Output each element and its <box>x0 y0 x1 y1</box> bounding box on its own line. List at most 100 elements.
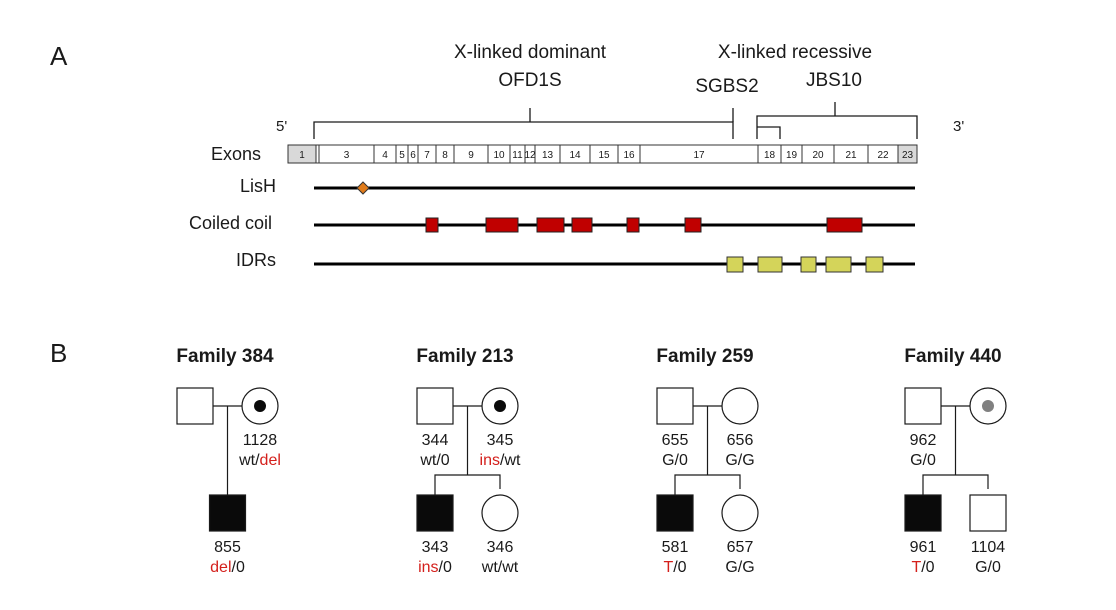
child-genotype: G/0 <box>975 559 1001 576</box>
mutation-allele: T <box>663 559 673 576</box>
carrier-dot <box>254 400 266 412</box>
allele: /0 <box>921 559 934 576</box>
bracket-recessive-left <box>757 126 781 139</box>
family-title: Family 384 <box>176 346 274 367</box>
unaffected-female <box>481 494 519 532</box>
individual-id: 855 <box>214 539 241 556</box>
father-genotype: wt/0 <box>419 452 449 469</box>
allele: wt/0 <box>419 452 449 469</box>
exon-label-9: 9 <box>468 150 474 161</box>
child-genotype: T/0 <box>663 559 686 576</box>
individual-id: 1104 <box>971 539 1006 556</box>
exon-label-23: 23 <box>902 150 914 161</box>
child-genotype: G/G <box>725 559 754 576</box>
child-genotype: wt/wt <box>481 559 519 576</box>
mutation-allele: ins <box>480 452 500 469</box>
exon-label-13: 13 <box>542 150 554 161</box>
coiled-coil-domain <box>684 217 702 233</box>
coiled-coil-domain <box>485 217 519 233</box>
coiled-coil-domain <box>571 217 593 233</box>
exon-box-23 <box>897 144 918 164</box>
exon-label-19: 19 <box>786 150 798 161</box>
bracket-ofd1s <box>313 108 734 139</box>
allele: wt <box>238 452 256 469</box>
individual-id: 962 <box>910 432 937 449</box>
father-unaffected-male <box>904 387 942 425</box>
affected-male <box>416 494 454 532</box>
idr-domain <box>757 256 783 273</box>
child-genotype: T/0 <box>911 559 934 576</box>
individual-id: 655 <box>662 432 689 449</box>
mutation-allele: T <box>911 559 921 576</box>
allele: G/0 <box>975 559 1001 576</box>
coiled-coil-domain <box>425 217 439 233</box>
exon-label-22: 22 <box>877 150 889 161</box>
exon-label-5: 5 <box>399 150 405 161</box>
header-recessive-title: X-linked recessive <box>718 42 872 63</box>
pedigree-family: Family 213 344 wt/0 345 ins/wt 343 ins/0 346 wt/… <box>416 346 521 576</box>
allele: G/G <box>725 559 754 576</box>
child-genotype: ins/0 <box>418 559 452 576</box>
individual-id: 581 <box>662 539 689 556</box>
father-unaffected-male <box>656 387 694 425</box>
coiled-coil-domain <box>626 217 640 233</box>
unaffected-female <box>721 494 759 532</box>
individual-id: 344 <box>422 432 449 449</box>
carrier-dot <box>494 400 506 412</box>
sibship-line <box>434 406 501 495</box>
bracket-jbs10 <box>756 102 918 139</box>
exon-label-6: 6 <box>410 150 416 161</box>
exon-label-12: 12 <box>524 150 536 161</box>
father-unaffected-male <box>416 387 454 425</box>
row-label-lish: LisH <box>240 176 276 196</box>
individual-id: 657 <box>727 539 754 556</box>
exon-label-8: 8 <box>442 150 448 161</box>
affected-male <box>208 494 247 532</box>
individual-id: 345 <box>487 432 514 449</box>
exon-label-7: 7 <box>424 150 430 161</box>
header-sgbs2: SGBS2 <box>695 76 758 97</box>
individual-id: 343 <box>422 539 449 556</box>
exon-label-14: 14 <box>569 150 581 161</box>
affected-male <box>656 494 694 532</box>
panel-b-label: B <box>50 338 67 368</box>
affected-male <box>904 494 942 532</box>
idr-domain <box>825 256 852 273</box>
header-jbs10: JBS10 <box>806 70 862 91</box>
allele: /0 <box>232 559 245 576</box>
sibship-line <box>674 406 741 495</box>
phenotype-brackets <box>313 102 918 139</box>
allele: /0 <box>439 559 452 576</box>
allele: /wt <box>500 452 521 469</box>
mother-genotype: ins/wt <box>480 452 521 469</box>
idr-domain <box>726 256 744 273</box>
family-title: Family 213 <box>416 346 513 367</box>
exon-label-3: 3 <box>344 150 350 161</box>
exon-label-1: 1 <box>299 150 305 161</box>
lish-domain <box>356 181 370 195</box>
mother-genotype: wt/del <box>238 452 281 469</box>
sibship-line <box>922 406 989 495</box>
mutation-allele: del <box>210 559 231 576</box>
row-label-exons: Exons <box>211 144 261 164</box>
individual-id: 346 <box>487 539 514 556</box>
coiled-coil-domain <box>536 217 565 233</box>
allele: G/G <box>725 452 754 469</box>
individual-id: 961 <box>910 539 937 556</box>
mother-genotype: G/G <box>725 452 754 469</box>
idr-domain <box>865 256 884 273</box>
three-prime-label: 3' <box>953 118 964 135</box>
row-label-idrs: IDRs <box>236 250 276 270</box>
exon-map: 1234567891011121314151617181920212223 <box>287 144 918 164</box>
panel-a-label: A <box>50 41 68 71</box>
father-unaffected-male <box>176 387 214 425</box>
allele: /0 <box>673 559 686 576</box>
exon-label-21: 21 <box>845 150 857 161</box>
family-title: Family 440 <box>904 346 1001 367</box>
